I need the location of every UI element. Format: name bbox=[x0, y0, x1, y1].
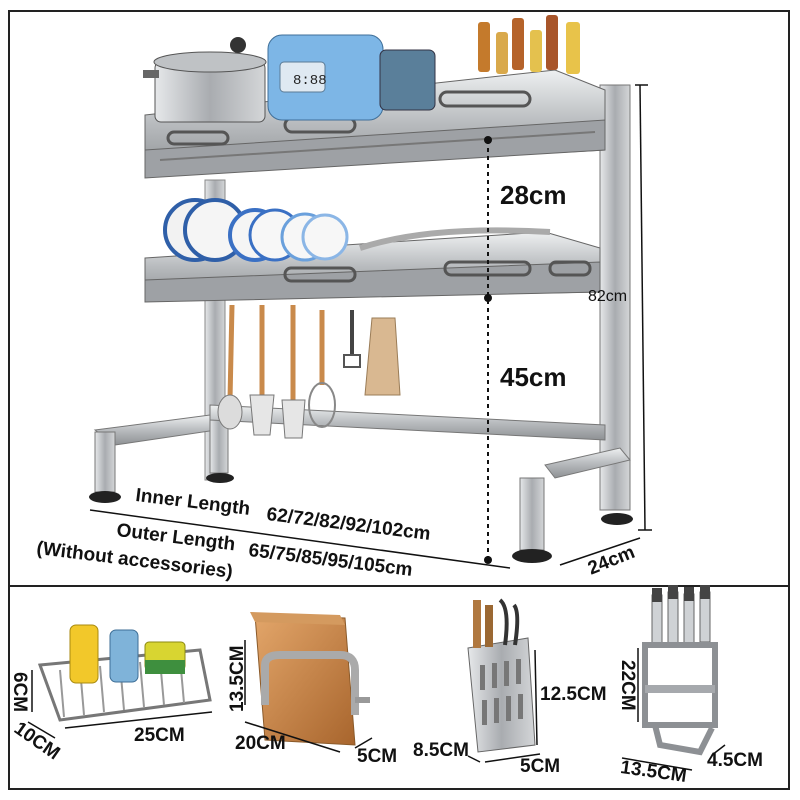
bottles-icon bbox=[478, 15, 580, 74]
top-shelf bbox=[144, 69, 606, 179]
dish-shelf bbox=[144, 231, 601, 303]
utensil-holder-height-label: 12.5CM bbox=[540, 684, 607, 705]
basket-length-label: 25CM bbox=[134, 725, 185, 746]
knife-holder-depth-label: 4.5CM bbox=[707, 750, 763, 771]
rice-cooker-icon: 8:88 bbox=[267, 34, 436, 121]
outer-frame bbox=[8, 10, 790, 790]
height-lower-label: 45cm bbox=[500, 362, 567, 392]
utensil-holder-width-label: 8.5CM bbox=[413, 740, 469, 761]
cutting-board-holder-icon bbox=[244, 612, 373, 753]
utensil-holder-icon bbox=[467, 598, 541, 763]
section-divider bbox=[8, 585, 790, 587]
board-holder-height-label: 13.5CM bbox=[227, 645, 248, 712]
utensil-holder-depth-label: 5CM bbox=[520, 756, 561, 777]
board-holder-length-label: 20CM bbox=[235, 733, 286, 754]
sponge-basket-icon bbox=[27, 624, 213, 739]
rack-base bbox=[89, 404, 633, 563]
appliance-display: 8:88 bbox=[293, 73, 327, 89]
hanging-utensils-icon bbox=[217, 304, 401, 439]
pot-icon bbox=[143, 37, 267, 123]
height-upper-label: 28cm bbox=[500, 180, 567, 210]
rack-posts bbox=[204, 84, 631, 551]
plates-icon bbox=[163, 198, 551, 262]
board-holder-depth-label: 5CM bbox=[357, 746, 398, 767]
height-dimension-lines bbox=[484, 84, 652, 564]
knife-holder-icon bbox=[621, 585, 726, 771]
length-dimension-line bbox=[89, 509, 641, 569]
total-height-label: 82cm bbox=[588, 288, 628, 305]
knife-holder-height-label: 22CM bbox=[617, 660, 638, 711]
basket-height-label: 6CM bbox=[9, 672, 30, 713]
